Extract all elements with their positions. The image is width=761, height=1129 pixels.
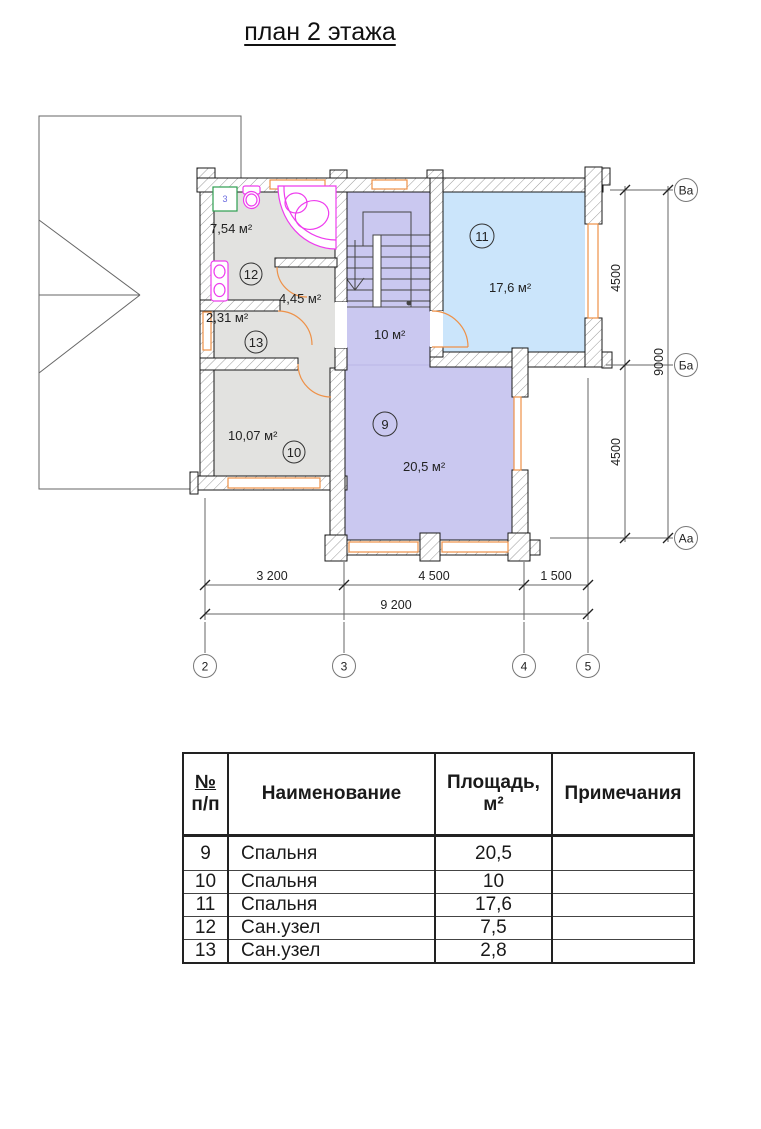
row-num: 9	[182, 835, 229, 871]
row-area: 10	[434, 870, 553, 894]
row-area: 7,5	[434, 916, 553, 940]
header-area: Площадь, м²	[434, 752, 553, 837]
stair-hall-area-label: 10 м²	[374, 327, 406, 342]
window	[348, 541, 419, 553]
axis-ba: Ба	[679, 359, 694, 373]
dim-bottom-2: 4 500	[418, 569, 449, 583]
row-note	[551, 835, 695, 871]
svg-text:13: 13	[249, 335, 263, 350]
row-num: 11	[182, 893, 229, 917]
row-area: 2,8	[434, 939, 553, 964]
row-area: 17,6	[434, 893, 553, 917]
windows	[202, 179, 599, 553]
room-12-tag: 12 7,54 м²	[210, 221, 263, 286]
dim-bottom-total: 9 200	[380, 598, 411, 612]
svg-text:11: 11	[475, 229, 489, 244]
table-row: 11 Спальня 17,6	[182, 893, 695, 917]
row-name: Сан.узел	[227, 916, 436, 940]
equipment-marker-box: 3	[212, 186, 238, 212]
header-notes: Примечания	[551, 752, 695, 837]
header-name: Наименование	[227, 752, 436, 837]
axis-bubbles: 2 3 4 5 Ва Ба Аа	[193, 178, 698, 678]
axis-aa: Аа	[679, 532, 694, 546]
svg-text:10,07 м²: 10,07 м²	[228, 428, 278, 443]
dim-right-2: 4500	[609, 438, 623, 466]
washbasin	[210, 260, 229, 302]
dimension-lines	[204, 186, 673, 653]
header-num: № п/п	[182, 752, 229, 837]
row-name: Спальня	[227, 835, 436, 871]
page-title: план 2 этажа	[244, 18, 396, 46]
room-9-floor	[345, 365, 515, 540]
dim-right-1: 4500	[609, 264, 623, 292]
row-name: Спальня	[227, 893, 436, 917]
room-labels: 9 20,5 м² 10 10,07 м² 11 17,6 м² 12 7,54…	[206, 221, 532, 474]
window	[227, 477, 321, 489]
row-note	[551, 939, 695, 964]
room-10-floor	[214, 370, 330, 476]
row-note	[551, 893, 695, 917]
room-13-tag: 13 2,31 м²	[206, 310, 268, 354]
door-openings	[335, 302, 443, 348]
dimension-ticks	[199, 184, 674, 620]
table-row: 13 Сан.узел 2,8	[182, 939, 695, 964]
bath-fixtures	[210, 185, 337, 302]
svg-text:20,5 м²: 20,5 м²	[403, 459, 446, 474]
window	[202, 311, 212, 351]
axis-3: 3	[341, 660, 348, 674]
row-num: 10	[182, 870, 229, 894]
row-name: Сан.узел	[227, 939, 436, 964]
rooms-schedule-table: № п/п Наименование Площадь, м² Примечани…	[182, 752, 695, 964]
equipment-marker-label: 3	[222, 194, 227, 204]
svg-text:17,6 м²: 17,6 м²	[489, 280, 532, 295]
door-arc	[277, 310, 313, 346]
door-arc	[431, 310, 469, 348]
svg-text:7,54 м²: 7,54 м²	[210, 221, 253, 236]
window	[513, 396, 522, 471]
door-swings	[276, 266, 469, 398]
floor-plan-drawing: 3 9 20,5 м² 10 10,07 м² 11 17,6 м² 12 7,…	[38, 115, 698, 678]
table-row: 12 Сан.узел 7,5	[182, 916, 695, 940]
row-note	[551, 916, 695, 940]
svg-text:2,31 м²: 2,31 м²	[206, 310, 249, 325]
table-header-row: № п/п Наименование Площадь, м² Примечани…	[182, 752, 695, 837]
svg-text:12: 12	[244, 267, 258, 282]
hall-area-label: 4,45 м²	[279, 291, 322, 306]
window	[371, 179, 408, 190]
room-11-floor	[443, 192, 585, 352]
row-name: Спальня	[227, 870, 436, 894]
svg-text:9: 9	[381, 417, 388, 432]
dimension-labels: 3 200 4 500 1 500 9 200 4500 4500 9000	[256, 264, 666, 612]
axis-va: Ва	[679, 184, 694, 198]
window	[441, 541, 509, 553]
window	[587, 223, 599, 319]
row-num: 12	[182, 916, 229, 940]
dim-bottom-3: 1 500	[540, 569, 571, 583]
svg-text:10: 10	[287, 445, 301, 460]
axis-5: 5	[585, 660, 592, 674]
axis-2: 2	[202, 660, 209, 674]
dim-bottom-1: 3 200	[256, 569, 287, 583]
row-num: 13	[182, 939, 229, 964]
room-10-tag: 10 10,07 м²	[228, 428, 306, 464]
dim-right-total: 9000	[652, 348, 666, 376]
door-arc	[297, 363, 332, 398]
axis-4: 4	[521, 660, 528, 674]
table-row: 9 Спальня 20,5	[182, 835, 695, 871]
row-area: 20,5	[434, 835, 553, 871]
table-row: 10 Спальня 10	[182, 870, 695, 894]
room-11-tag: 11 17,6 м²	[469, 223, 532, 295]
door-arc	[276, 266, 308, 298]
room-9-tag: 9 20,5 м²	[372, 411, 446, 474]
row-note	[551, 870, 695, 894]
